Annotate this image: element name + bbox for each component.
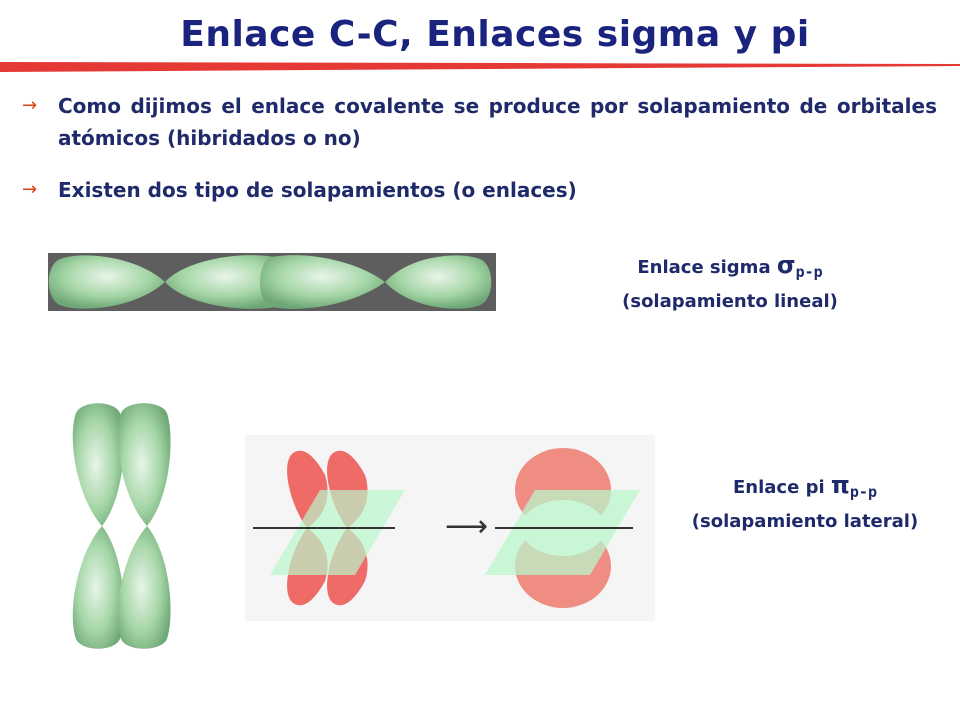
pi-overlap-diagram: ⟶ (245, 435, 655, 621)
sigma-symbol: σ (776, 251, 796, 279)
title-underline (0, 62, 960, 72)
slide-title: Enlace C-C, Enlaces sigma y pi (180, 14, 810, 55)
arrow-bullet-icon: → (22, 179, 38, 200)
pi-subscript: p-p (849, 483, 877, 501)
pi-caption: Enlace pi πp-p (solapamiento lateral) (660, 470, 950, 537)
arrow-bullet-icon: → (22, 95, 38, 116)
bullet-item: → Como dijimos el enlace covalente se pr… (22, 90, 937, 154)
bullet-list: → Como dijimos el enlace covalente se pr… (22, 90, 937, 226)
reaction-arrow-icon: ⟶ (445, 509, 488, 544)
bullet-text: Existen dos tipo de solapamientos (o enl… (58, 178, 577, 202)
sigma-subscript: p-p (795, 263, 823, 281)
bullet-text: Como dijimos el enlace covalente se prod… (58, 94, 937, 150)
sigma-bond-orbital-image (48, 253, 496, 311)
pi-caption-line2: (solapamiento lateral) (691, 511, 919, 532)
sigma-caption-line2: (solapamiento lineal) (622, 291, 838, 312)
pi-bond-orbital-image (72, 403, 171, 649)
pi-symbol: π (830, 471, 850, 499)
sigma-caption-prefix: Enlace sigma (637, 257, 777, 278)
sigma-caption-line1: Enlace sigma σp-p (580, 250, 880, 287)
sigma-caption: Enlace sigma σp-p (solapamiento lineal) (580, 250, 880, 317)
pi-caption-prefix: Enlace pi (733, 477, 831, 498)
bullet-item: → Existen dos tipo de solapamientos (o e… (22, 174, 937, 206)
pi-caption-line1: Enlace pi πp-p (660, 470, 950, 507)
